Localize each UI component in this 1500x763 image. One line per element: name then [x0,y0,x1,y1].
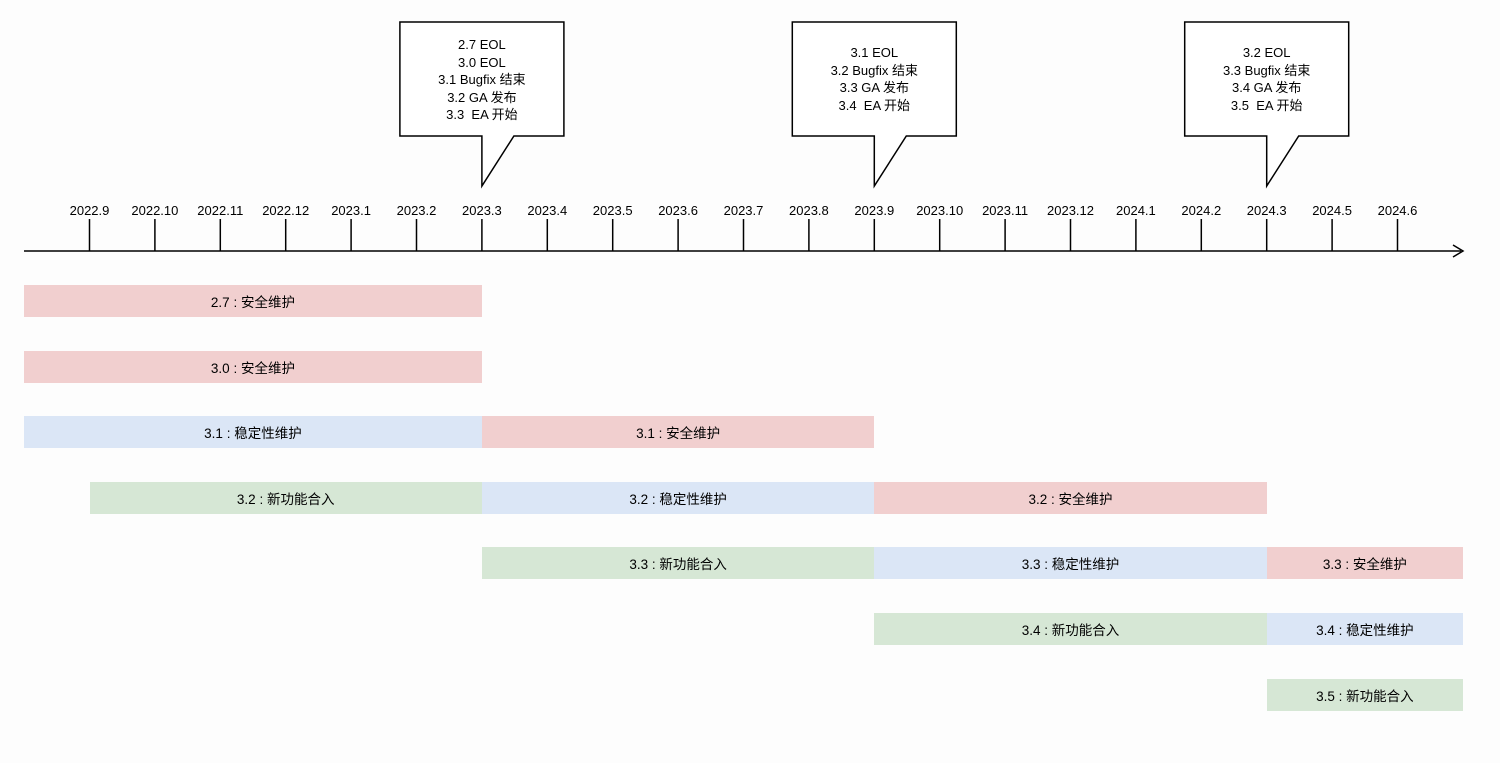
callout-line: 3.3 GA 发布 [839,80,909,96]
phase-bar-label: 3.2 : 安全维护 [1028,491,1113,507]
phase-bar-stability: 3.4 : 稳定性维护 [1266,613,1463,645]
callout-line: 3.0 EOL [458,54,506,70]
callout-box [791,21,958,189]
tick-label: 2024.6 [1377,203,1418,218]
tick-label: 2023.1 [331,203,371,218]
tick-label: 2023.9 [854,203,895,218]
phase-bar-security: 3.2 : 安全维护 [874,481,1267,514]
phase-bar-label: 3.4 : 稳定性维护 [1316,623,1414,638]
phase-bar-label: 3.2 : 新功能合入 [236,491,335,507]
tick-label: 2024.3 [1246,203,1287,218]
phase-bar-label: 3.0 : 安全维护 [210,360,295,376]
callout-line: 3.2 GA 发布 [447,89,517,105]
phase-bar-security: 2.7 : 安全维护 [24,285,482,317]
phase-bar-security: 3.1 : 安全维护 [481,416,875,449]
tick-label: 2023.3 [462,203,502,218]
tick-label: 2024.2 [1181,203,1222,218]
phase-bar-security: 3.0 : 安全维护 [24,350,482,383]
tick-label: 2023.5 [592,203,633,218]
callout-box [1183,21,1350,189]
tick-label: 2023.10 [916,203,964,218]
tick-label: 2022.12 [262,203,310,218]
phase-bar-label: 3.4 : 新功能合入 [1021,623,1120,638]
phase-bar-label: 3.3 : 新功能合入 [629,557,727,573]
phase-bar-label: 2.7 : 安全维护 [210,295,295,310]
phase-bar-stability: 3.2 : 稳定性维护 [481,481,875,514]
phase-bar-label: 3.3 : 安全维护 [1322,557,1407,573]
phase-bar-stability: 3.1 : 稳定性维护 [24,416,482,449]
callout-line: 3.4 GA 发布 [1232,80,1302,96]
phase-bar-label: 3.2 : 稳定性维护 [629,491,727,507]
tick-label: 2022.9 [69,203,110,218]
tick-label: 2023.8 [789,203,829,218]
phase-bar-label: 3.1 : 安全维护 [636,426,721,442]
tick-label: 2023.11 [982,203,1029,218]
tick-label: 2023.6 [658,203,698,218]
tick-label: 2023.2 [396,203,437,218]
phase-bar-label: 3.5 : 新功能合入 [1316,688,1414,704]
tick-label: 2022.10 [131,203,179,218]
callout-box [399,21,565,189]
callout-line: 3.2 Bugfix 结束 [830,62,919,78]
callout-line: 2.7 EOL [458,37,506,52]
callout-line: 3.1 Bugfix 结束 [438,72,526,88]
phase-bar-feature: 3.2 : 新功能合入 [89,481,482,514]
phase-bar-label: 3.1 : 稳定性维护 [204,426,302,442]
phase-bar-security: 3.3 : 安全维护 [1266,547,1463,580]
phase-bar-feature: 3.5 : 新功能合入 [1266,678,1463,711]
phase-bar-stability: 3.3 : 稳定性维护 [874,547,1267,580]
tick-label: 2024.5 [1312,203,1352,218]
tick-label: 2023.7 [723,203,764,218]
tick-label: 2023.12 [1047,203,1094,218]
phase-bar-feature: 3.3 : 新功能合入 [481,547,875,580]
tick-label: 2024.1 [1116,203,1156,218]
callout-line: 3.5 EA 开始 [1230,97,1303,113]
tick-label: 2022.11 [197,203,244,218]
callout-line: 3.3 Bugfix 结束 [1222,62,1311,78]
phase-bar-feature: 3.4 : 新功能合入 [874,613,1267,645]
callout-line: 3.2 EOL [1242,45,1291,60]
axis-arrow-icon [1452,244,1465,258]
callout-line: 3.4 EA 开始 [838,97,911,113]
phase-bar-label: 3.3 : 稳定性维护 [1021,557,1120,573]
callout-line: 3.3 EA 开始 [446,107,518,123]
callout-line: 3.1 EOL [850,45,899,60]
tick-label: 2023.4 [527,203,568,218]
